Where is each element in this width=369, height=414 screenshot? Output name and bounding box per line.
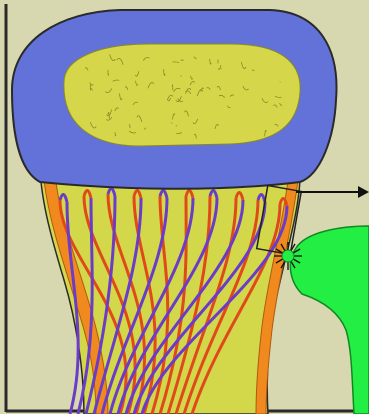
spark-center bbox=[282, 250, 294, 262]
epiphysis-core bbox=[64, 44, 300, 146]
